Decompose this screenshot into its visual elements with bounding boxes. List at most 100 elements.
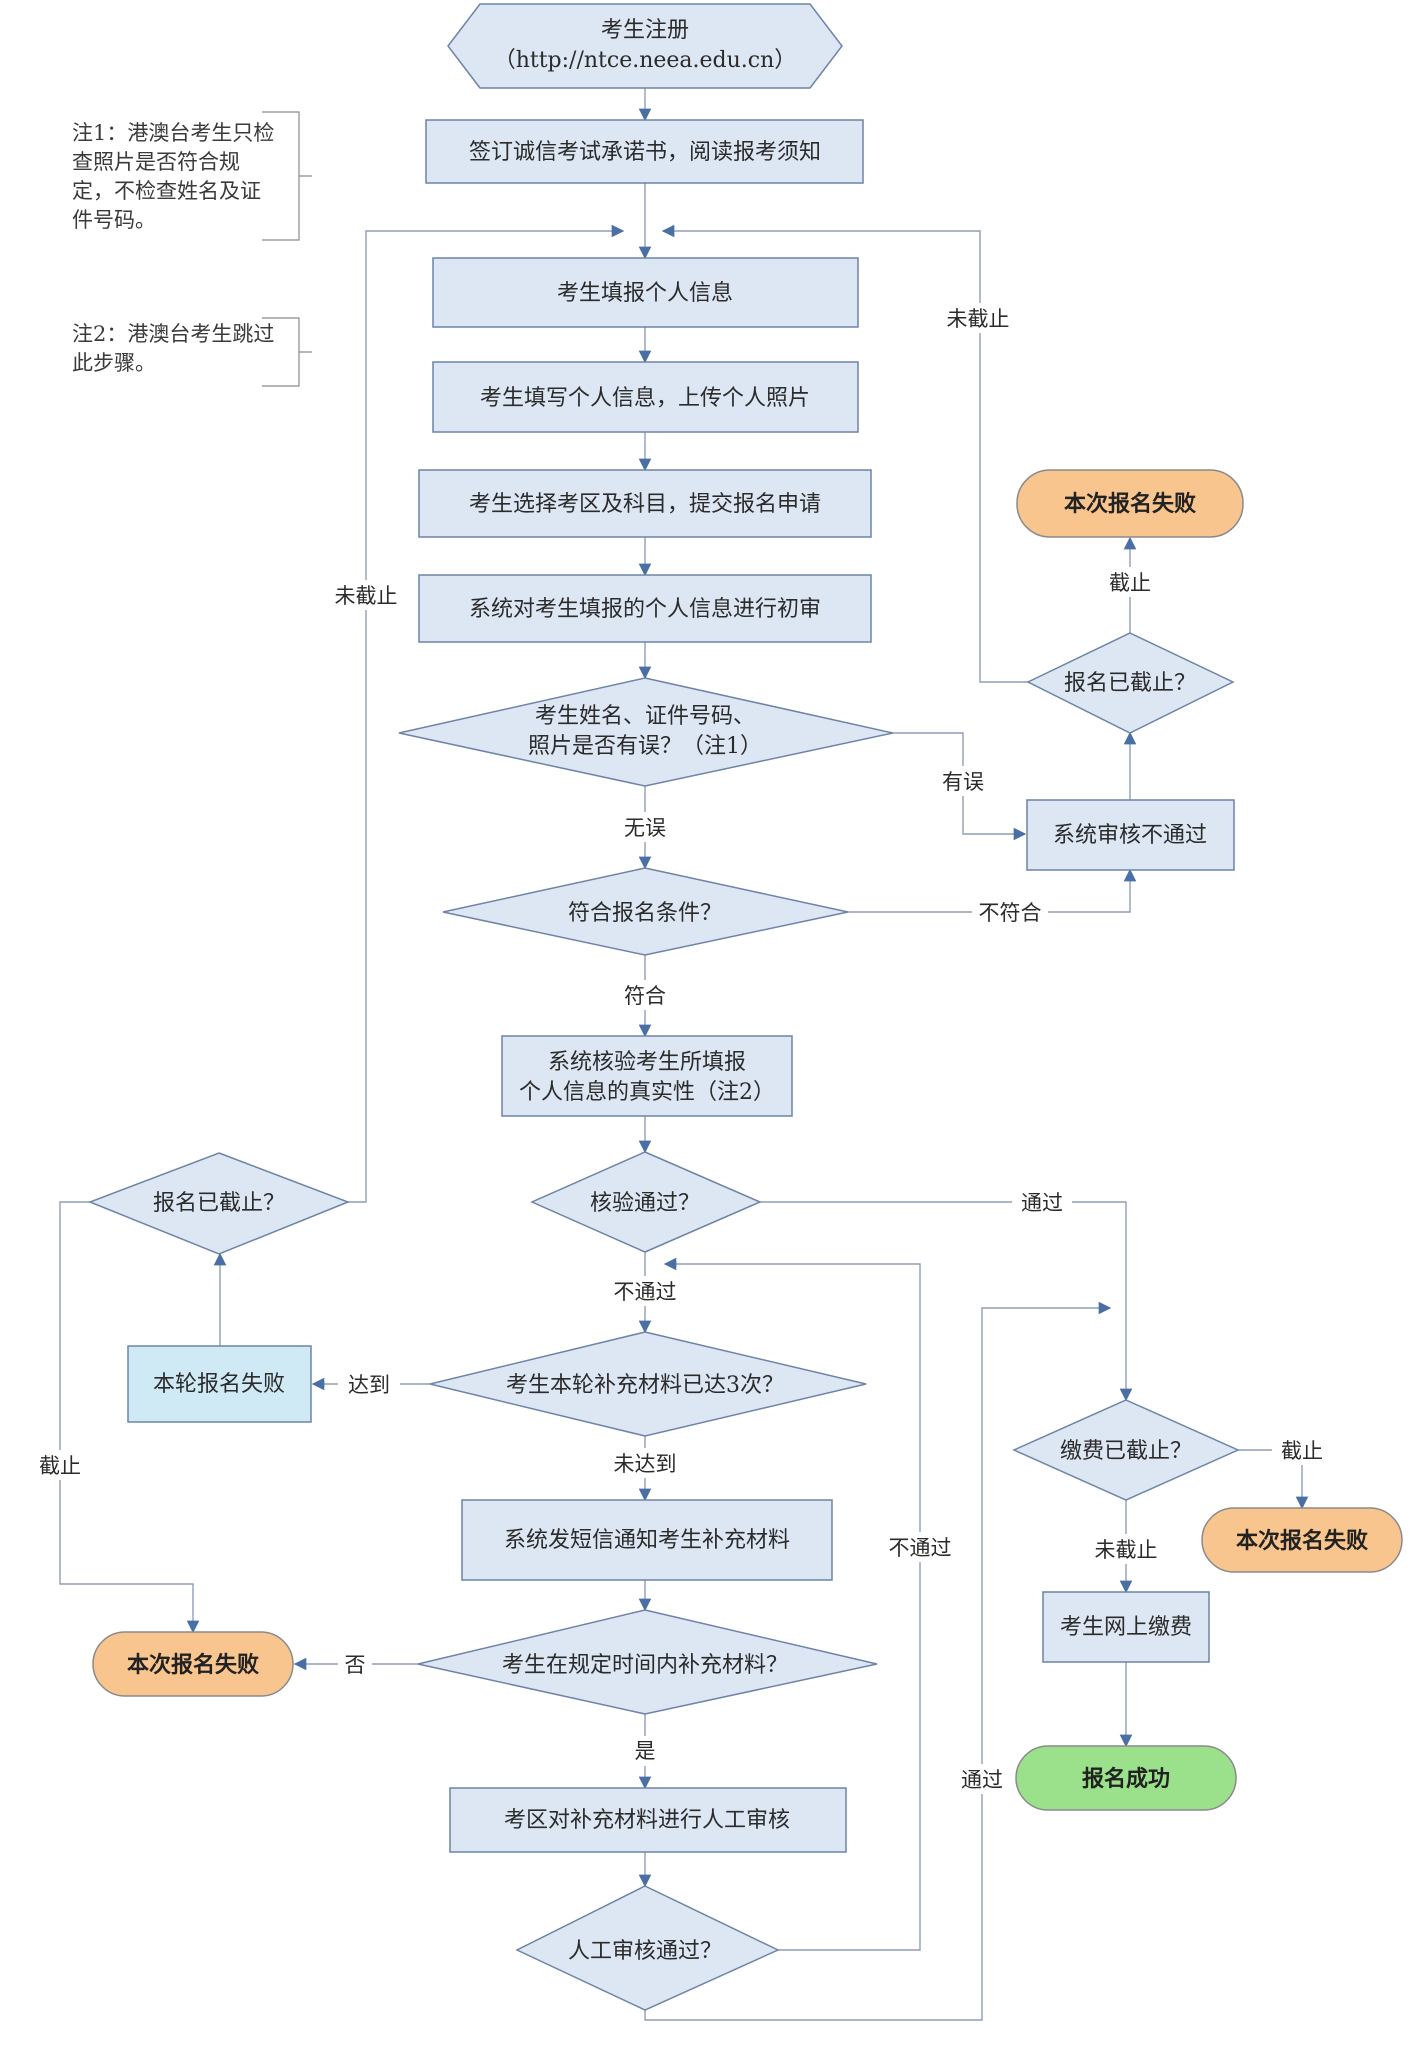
- decision-in-time-shape: [417, 1609, 878, 1715]
- label-bg: [338, 1369, 400, 1399]
- label-no-error: 无误: [624, 816, 666, 840]
- note-1: 注1：港澳台考生只检 查照片是否符合规 定，不检查姓名及证 件号码。: [72, 111, 312, 241]
- label-bg: [1089, 1534, 1163, 1564]
- label-not-meet: 不符合: [979, 901, 1042, 925]
- label-left-not-closed: 未截止: [335, 584, 398, 608]
- step-reject-label: 系统审核不通过: [1053, 823, 1207, 848]
- note-1-line-3: 定，不检查姓名及证: [72, 179, 261, 203]
- note-2-bracket: [262, 317, 312, 387]
- decision-manual-pass: 人工审核通过？: [515, 1885, 780, 2011]
- edge-labels: 未截止 截止 有误 无误 不符合 符合 通过 不通过 未截止 达到 截止 未达到…: [30, 303, 1332, 1794]
- label-bg: [617, 980, 673, 1010]
- label-reached: 达到: [348, 1373, 390, 1397]
- note-1-line-1: 注1：港澳台考生只检: [72, 121, 274, 145]
- step-select-label: 考生选择考区及科目，提交报名申请: [469, 492, 821, 517]
- decision-verify-pass: 核验通过？: [530, 1151, 762, 1253]
- step-pay-box: [1042, 1591, 1210, 1663]
- label-bg: [942, 303, 1014, 333]
- step-round-fail: 本轮报名失败: [127, 1345, 312, 1423]
- label-left-closed: 截止: [39, 1454, 81, 1478]
- label-not-reached: 未达到: [614, 1452, 677, 1476]
- step-fill-info-label: 考生填报个人信息: [557, 281, 733, 306]
- label-bg: [604, 1448, 686, 1478]
- step-pay-label: 考生网上缴费: [1060, 1615, 1192, 1640]
- step-fill-photo-label: 考生填写个人信息，上传个人照片: [480, 386, 810, 411]
- step-fill-info: 考生填报个人信息: [432, 257, 859, 328]
- note-1-line-2: 查照片是否符合规: [72, 150, 240, 174]
- step-sms-box: [461, 1499, 833, 1581]
- label-bg: [30, 1450, 90, 1480]
- decision-in-time: 考生在规定时间内补充材料？: [417, 1609, 878, 1715]
- decision-manual-pass-label: 人工审核通过？: [568, 1939, 722, 1964]
- note-2-line-2: 此步骤。: [72, 351, 156, 375]
- step-round-fail-box: [127, 1345, 312, 1423]
- label-bg: [606, 1276, 684, 1306]
- decision-pay-deadline-shape: [1012, 1399, 1240, 1501]
- decision-deadline-right: 报名已截止？: [1026, 632, 1235, 734]
- connector-verify-pass: [760, 1201, 1133, 1402]
- note-2-line-1: 注2：港澳台考生跳过: [72, 322, 274, 346]
- step-round-fail-label: 本轮报名失败: [153, 1372, 285, 1397]
- register-shape: [447, 3, 843, 89]
- label-bg: [329, 580, 403, 610]
- step-sign: 签订诚信考试承诺书，阅读报考须知: [425, 119, 864, 184]
- step-prelim: 系统对考生填报的个人信息进行初审: [418, 574, 872, 643]
- step-prelim-box: [418, 574, 872, 643]
- fail-terminal-top-shape: [1016, 469, 1244, 538]
- register-url: （http://ntce.neea.edu.cn）: [494, 48, 797, 73]
- step-select: 考生选择考区及科目，提交报名申请: [418, 469, 872, 538]
- fail-terminal-left-shape: [92, 1631, 294, 1697]
- label-bg: [972, 897, 1048, 927]
- fail-terminal-right-label: 本次报名失败: [1236, 1528, 1368, 1554]
- decision-in-time-label: 考生在规定时间内补充材料？: [502, 1653, 788, 1678]
- decision-id-check: 考生姓名、证件号码、 照片是否有误？（注1）: [398, 677, 894, 787]
- decision-deadline-right-shape: [1026, 632, 1235, 734]
- step-fill-photo: 考生填写个人信息，上传个人照片: [432, 361, 859, 433]
- label-pay-not-closed: 未截止: [1095, 1538, 1158, 1562]
- label-right-not-closed: 未截止: [947, 307, 1010, 331]
- step-manual-box: [449, 1787, 847, 1853]
- step-select-box: [418, 469, 872, 538]
- decision-eligible: 符合报名条件？: [442, 867, 849, 956]
- label-bg: [1272, 1435, 1332, 1465]
- label-bg: [935, 766, 991, 796]
- decision-deadline-left-label: 报名已截止？: [153, 1191, 285, 1216]
- fail-terminal-top-label: 本次报名失败: [1064, 491, 1196, 517]
- decision-deadline-left: 报名已截止？: [87, 1152, 351, 1255]
- label-bg: [954, 1764, 1010, 1794]
- decision-verify-pass-label: 核验通过？: [590, 1191, 700, 1216]
- decision-id-check-shape: [398, 677, 894, 787]
- step-sms: 系统发短信通知考生补充材料: [461, 1499, 833, 1581]
- step-sign-label: 签订诚信考试承诺书，阅读报考须知: [469, 140, 821, 165]
- fail-terminal-left-label: 本次报名失败: [127, 1652, 259, 1678]
- decision-id-check-line-1: 考生姓名、证件号码、: [535, 704, 755, 729]
- label-pay-closed: 截止: [1281, 1439, 1323, 1463]
- decision-id-check-line-2: 照片是否有误？（注1）: [528, 734, 762, 759]
- step-pay: 考生网上缴费: [1042, 1591, 1210, 1663]
- fail-terminal-top: 本次报名失败: [1016, 469, 1244, 538]
- label-bg: [1012, 1187, 1072, 1217]
- connector-eligible-not-meet: [848, 868, 1137, 913]
- connector-manual-fail: [663, 1257, 921, 1951]
- step-verify-box: [501, 1035, 793, 1117]
- note-2: 注2：港澳台考生跳过 此步骤。: [72, 317, 312, 387]
- label-manual-fail: 不通过: [889, 1536, 952, 1560]
- step-sms-label: 系统发短信通知考生补充材料: [504, 1528, 790, 1553]
- label-bg: [338, 1650, 372, 1680]
- step-verify-line-2: 个人信息的真实性（注2）: [519, 1080, 775, 1105]
- success-terminal-shape: [1015, 1745, 1237, 1811]
- connector-deadline-not-closed: [661, 224, 1028, 683]
- label-manual-pass: 通过: [961, 1768, 1003, 1792]
- label-has-error: 有误: [942, 770, 984, 794]
- fail-terminal-right-shape: [1201, 1507, 1403, 1573]
- label-meet: 符合: [624, 984, 666, 1008]
- decision-eligible-label: 符合报名条件？: [568, 901, 722, 926]
- decision-manual-pass-shape: [515, 1885, 780, 2011]
- note-1-bracket: [262, 111, 312, 241]
- step-fill-photo-box: [432, 361, 859, 433]
- decision-deadline-right-label: 报名已截止？: [1064, 671, 1196, 696]
- fail-terminal-left: 本次报名失败: [92, 1631, 294, 1697]
- step-fill-info-box: [432, 257, 859, 328]
